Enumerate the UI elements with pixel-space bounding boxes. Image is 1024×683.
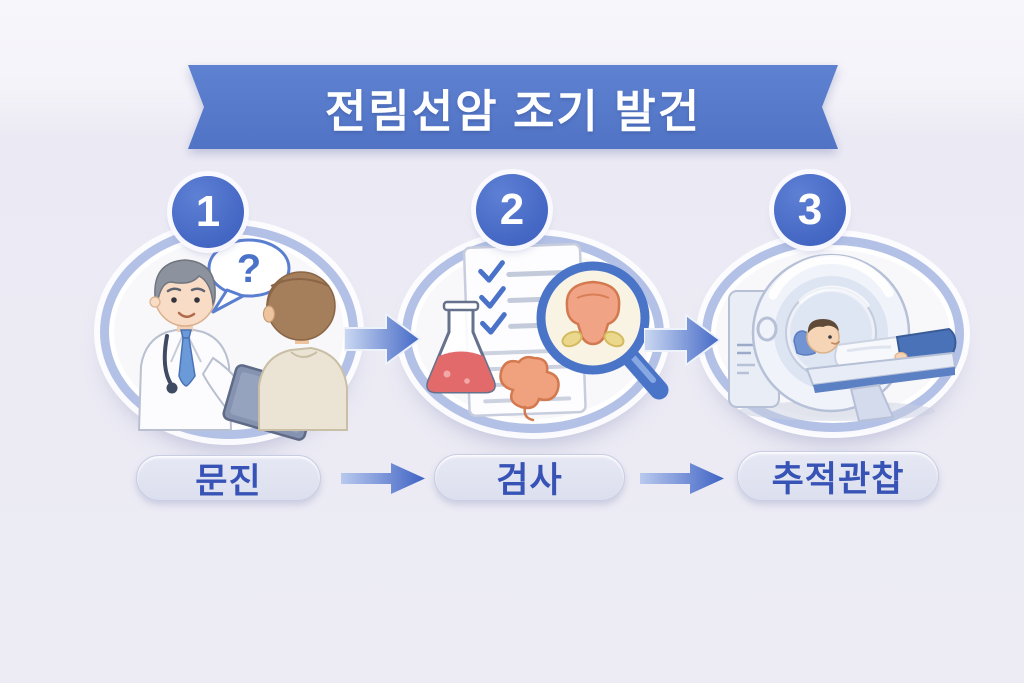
patient-on-table	[793, 319, 957, 423]
step-2-number: 2	[499, 185, 525, 234]
checklist-flask-magnifier-illustration	[426, 242, 669, 422]
question-bubble-icon: ?	[207, 238, 291, 314]
flask-icon	[426, 300, 496, 394]
step-1-label: 문진	[195, 461, 262, 501]
step-3-number: 3	[797, 185, 823, 234]
step-1-label-pill: 문진	[136, 455, 321, 501]
step-1-number: 1	[195, 187, 221, 236]
step-2-number-badge: 2	[476, 174, 548, 246]
step-3-circle	[702, 236, 964, 432]
step-1-number-badge: 1	[172, 176, 244, 248]
flow-arrow-icon	[644, 313, 720, 367]
step-2-circle	[402, 235, 669, 433]
title-banner: 전림선암 조기 발건	[188, 65, 838, 149]
magnifier-prostate-icon	[536, 261, 669, 400]
doctor-patient-consultation-illustration: ?	[137, 238, 348, 441]
step-2-label: 검사	[496, 461, 563, 500]
question-mark-text: ?	[237, 247, 261, 291]
step-2-label-pill: 검사	[434, 454, 625, 501]
flow-arrow-icon	[341, 463, 425, 494]
flow-arrow-icon	[344, 312, 420, 366]
patient-figure	[258, 271, 348, 431]
step-1-circle: ?	[100, 225, 358, 441]
page-title: 전림선암 조기 발건	[324, 85, 702, 137]
step-3-label: 추적관찹	[771, 459, 905, 499]
step-3-label-pill: 추적관찹	[737, 451, 939, 501]
flow-arrow-icon	[640, 463, 724, 494]
ribbon-banner-shape: 전림선암 조기 발건	[188, 65, 838, 149]
step-3-number-badge: 3	[774, 174, 846, 246]
mri-scanner-illustration	[728, 253, 957, 423]
prostate-organ-icon	[499, 355, 560, 422]
